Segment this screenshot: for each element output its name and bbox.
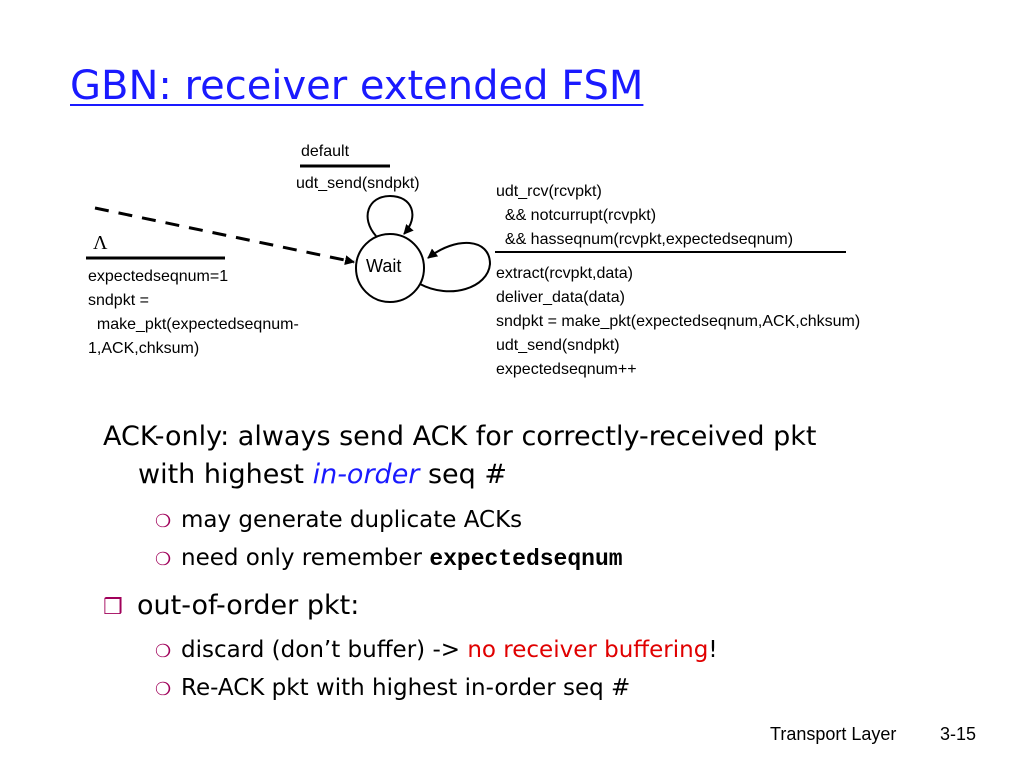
initial-action-line: sndpkt =	[88, 292, 149, 309]
right-loop-event-line: && hasseqnum(rcvpkt,expectedseqnum)	[496, 231, 794, 248]
hollow-circle-bullet-icon: ❍	[155, 549, 172, 570]
initial-event-lambda: Λ	[93, 232, 108, 254]
initial-actions: expectedseqnum=1 sndpkt = make_pkt(expec…	[88, 265, 299, 361]
top-loop-action: udt_send(sndpkt)	[296, 175, 420, 192]
ack-only-line1: ACK-only: always send ACK for correctly-…	[103, 421, 817, 452]
self-loop-top-arrow	[366, 194, 414, 237]
fsm-diagram	[86, 164, 846, 303]
sub-bullet: ❍ need only remember expectedseqnum	[155, 540, 623, 578]
hollow-circle-bullet-icon: ❍	[155, 641, 172, 662]
line2-prefix: with highest	[138, 459, 313, 490]
right-loop-action-line: sndpkt = make_pkt(expectedseqnum,ACK,chk…	[496, 313, 861, 330]
hollow-square-bullet-icon: ❒	[103, 595, 123, 620]
sub-bullet-text: discard (don’t buffer) ->	[181, 637, 468, 663]
slide-title: GBN: receiver extended FSM	[70, 63, 644, 109]
wait-state-circle	[355, 233, 425, 303]
footer-page-number: 3-15	[940, 724, 977, 744]
sub-bullet: ❍ discard (don’t buffer) -> no receiver b…	[155, 632, 718, 670]
right-loop-action-line: deliver_data(data)	[496, 289, 625, 306]
sub-bullet-suffix: !	[708, 637, 718, 663]
in-order-emphasis: in-order	[312, 459, 420, 490]
right-loop-action-line: extract(rcvpkt,data)	[496, 265, 633, 282]
initial-action-line: 1,ACK,chksum)	[88, 340, 200, 357]
sub-bullet-text: need only remember	[181, 545, 430, 571]
right-loop-action-line: udt_send(sndpkt)	[496, 337, 620, 354]
hollow-circle-bullet-icon: ❍	[155, 511, 172, 532]
right-loop-action-line: expectedseqnum++	[496, 361, 637, 378]
out-of-order-text: out-of-order pkt:	[137, 590, 360, 621]
ack-only-line2: with highest in-order seq #	[103, 456, 816, 494]
out-of-order-point: ❒ out-of-order pkt:	[103, 587, 359, 627]
top-loop-event: default	[301, 143, 350, 160]
right-loop-actions: extract(rcvpkt,data) deliver_data(data) …	[496, 262, 860, 382]
expectedseqnum-code: expectedseqnum	[429, 546, 623, 572]
wait-state-label: Wait	[366, 256, 402, 276]
hollow-circle-bullet-icon: ❍	[155, 679, 172, 700]
sub-bullet-text: may generate duplicate ACKs	[181, 507, 523, 533]
ack-only-paragraph: ACK-only: always send ACK for correctly-…	[103, 418, 816, 494]
sub-bullet-list-1: ❍ may generate duplicate ACKs ❍ need only …	[155, 502, 623, 578]
sub-bullet-text: Re-ACK pkt with highest in-order seq #	[181, 675, 631, 701]
footer-section: Transport Layer	[770, 724, 897, 744]
initial-action-line: expectedseqnum=1	[88, 268, 229, 285]
self-loop-right-arrow	[419, 242, 492, 293]
line2-suffix: seq #	[419, 459, 508, 490]
initial-action-line: make_pkt(expectedseqnum-	[88, 316, 299, 333]
sub-bullet-list-2: ❍ discard (don’t buffer) -> no receiver b…	[155, 632, 718, 708]
initial-transition-arrow	[94, 206, 355, 266]
sub-bullet: ❍ may generate duplicate ACKs	[155, 502, 623, 540]
right-loop-event: udt_rcv(rcvpkt) && notcurrupt(rcvpkt) &&…	[496, 180, 793, 252]
right-loop-event-line: && notcurrupt(rcvpkt)	[496, 207, 657, 224]
no-buffering-emphasis: no receiver buffering	[467, 637, 709, 663]
right-loop-event-line: udt_rcv(rcvpkt)	[496, 183, 602, 200]
sub-bullet: ❍ Re-ACK pkt with highest in-order seq #	[155, 670, 718, 708]
